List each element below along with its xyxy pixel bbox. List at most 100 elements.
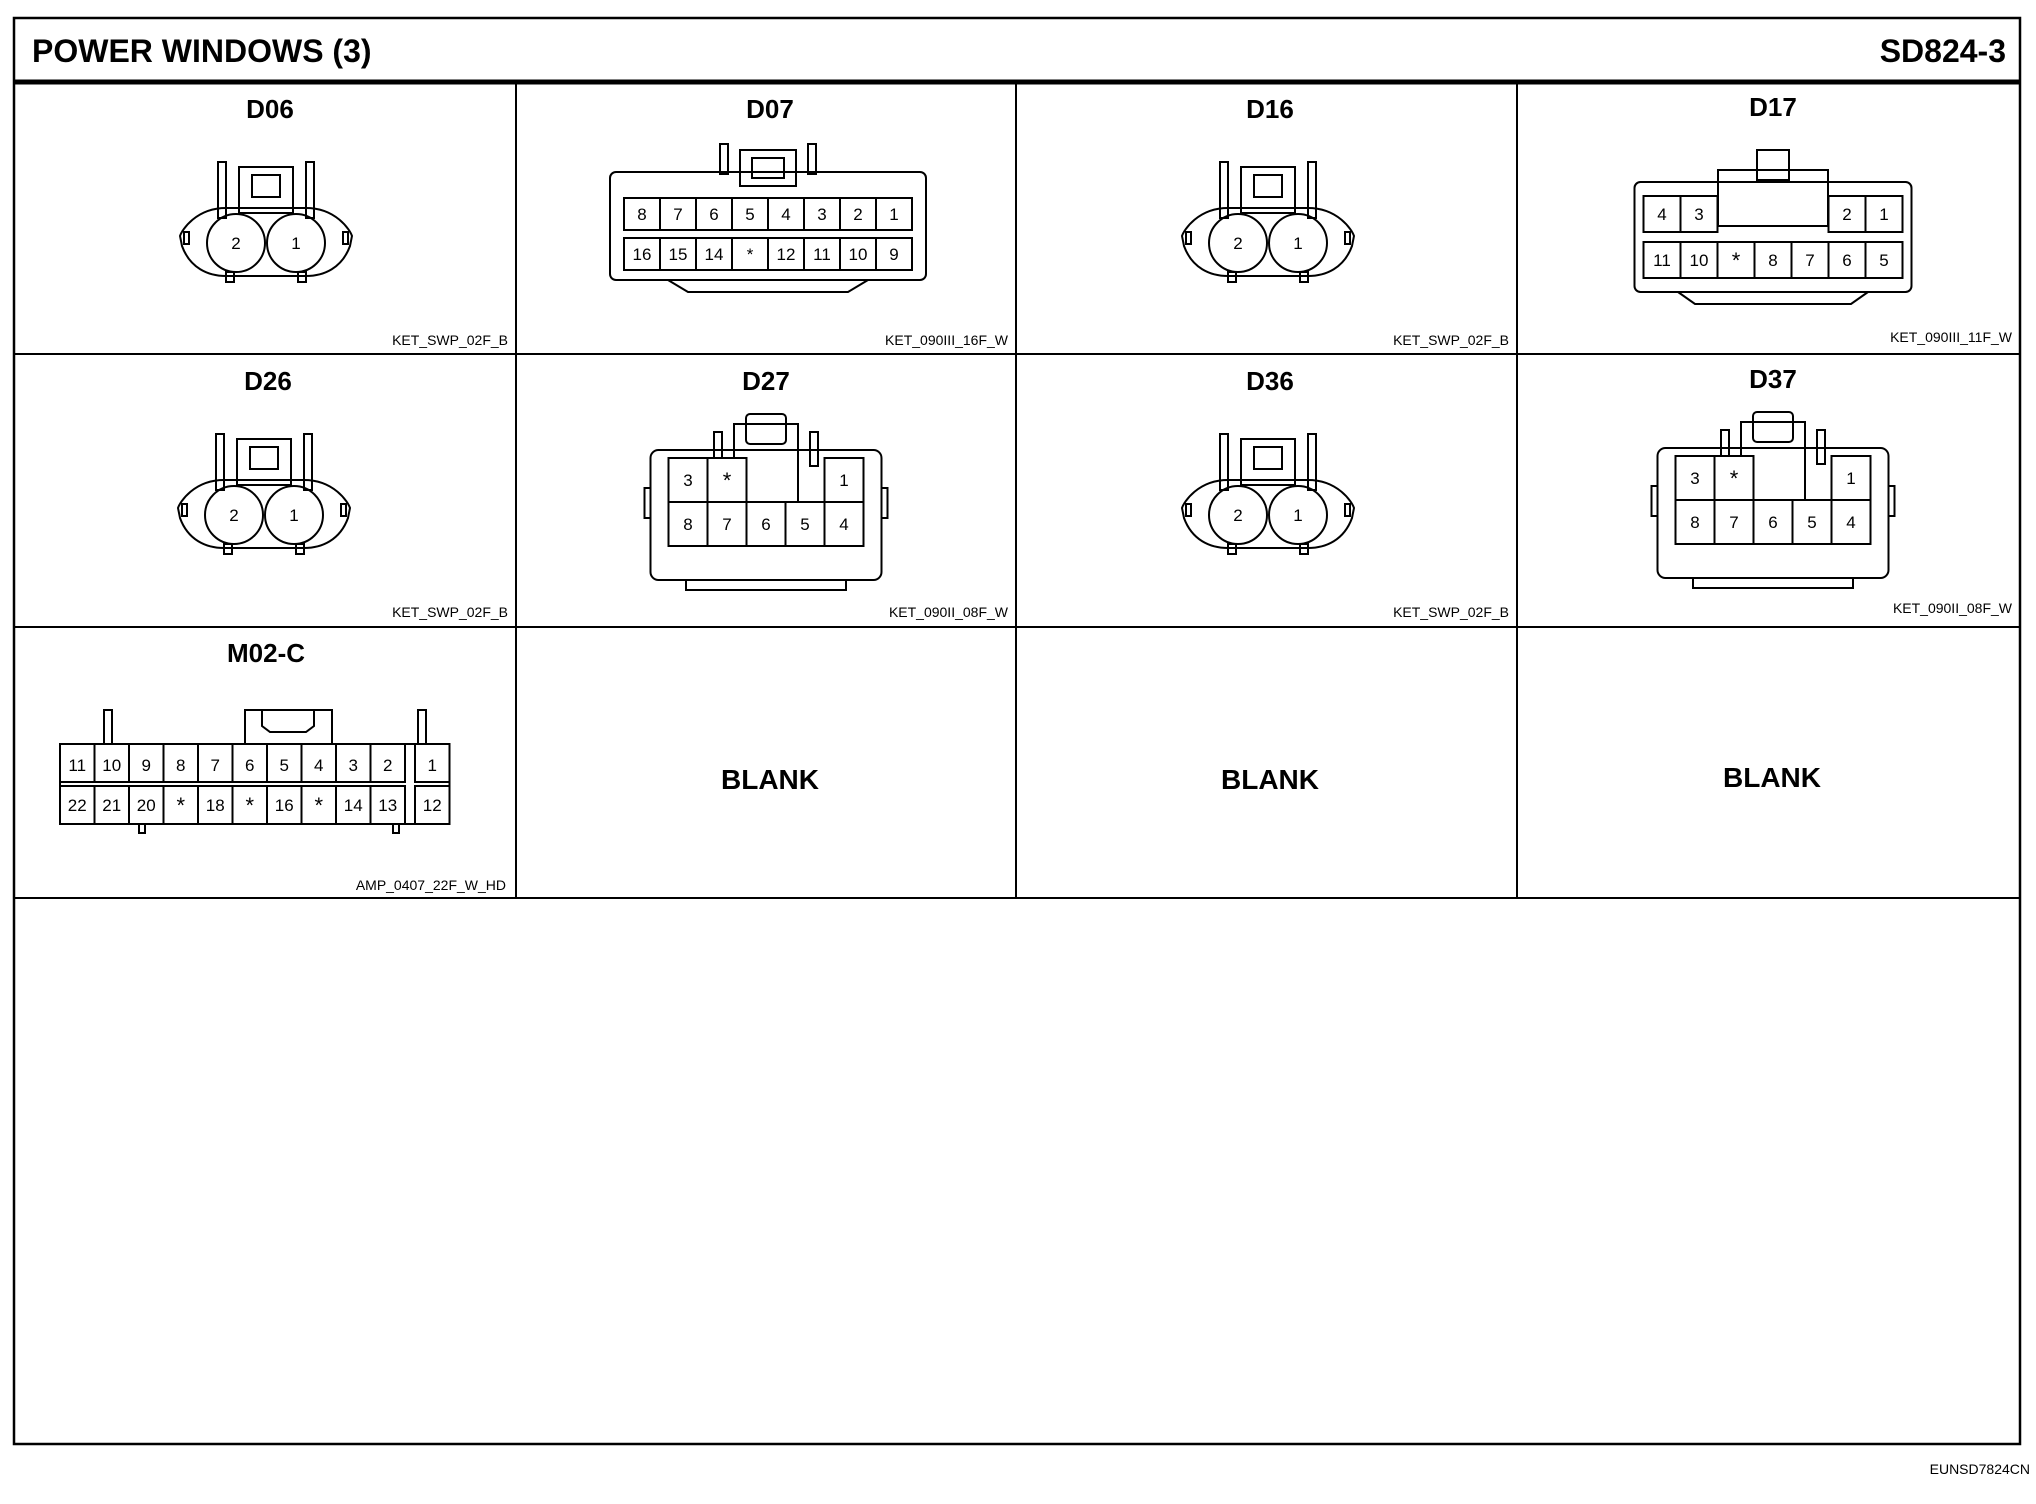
housing-skirt	[685, 580, 847, 591]
pin-number: 8	[1690, 513, 1699, 532]
pin-number: 1	[291, 234, 300, 253]
lock-arm	[1816, 429, 1826, 465]
document-code: EUNSD7824CN	[1930, 1461, 2030, 1477]
pin-number: 1	[889, 205, 898, 224]
pin-number: 12	[423, 796, 442, 815]
latch	[1240, 166, 1296, 214]
pin-number: 11	[1653, 251, 1671, 270]
pin-number: 1	[1846, 469, 1855, 488]
pin-cavity	[706, 501, 748, 547]
pin-blanked-mark: *	[723, 468, 732, 493]
pin-number: 2	[853, 205, 862, 224]
lock-arm	[809, 431, 819, 467]
pin-number: 6	[709, 205, 718, 224]
latch-window	[751, 157, 785, 179]
pin-number: 3	[683, 471, 692, 490]
pin-number: 9	[142, 756, 151, 775]
pin-number: 2	[1233, 506, 1242, 525]
lock-arm	[215, 433, 225, 491]
pin-number: 14	[705, 245, 724, 264]
connector-housing	[1180, 207, 1356, 277]
lock-arm	[305, 161, 315, 219]
pin-cavity	[1208, 485, 1268, 545]
latch-block	[1717, 169, 1829, 227]
pin-number: 6	[761, 515, 770, 534]
latch-window	[249, 446, 279, 470]
pin-number: 6	[1842, 251, 1851, 270]
pin-cavity	[695, 197, 733, 231]
pin-number: 4	[1846, 513, 1855, 532]
pin-cavity	[59, 785, 96, 825]
pin-number: 1	[839, 471, 848, 490]
connector-part-number: KET_SWP_02F_B	[1393, 604, 1509, 620]
connector-id: M02-C	[227, 638, 305, 668]
pin-number: 4	[781, 205, 790, 224]
connector-part-number: KET_090III_11F_W	[1890, 329, 2013, 345]
pin-number: 7	[673, 205, 682, 224]
connector-part-number: KET_SWP_02F_B	[1393, 332, 1509, 348]
pin-cavity	[823, 501, 865, 547]
pin-number: 7	[211, 756, 220, 775]
pin-cavity	[266, 743, 303, 783]
lock-arm	[807, 143, 817, 175]
latch	[244, 709, 333, 744]
blank-cell-label: BLANK	[1723, 762, 1821, 793]
connector-id: D36	[1246, 366, 1294, 396]
pin-number: 2	[1842, 205, 1851, 224]
pin-number: 7	[722, 515, 731, 534]
pin-blanked-mark: *	[1730, 466, 1739, 491]
pin-cavity	[1752, 499, 1794, 545]
connector-part-number: AMP_0407_22F_W_HD	[356, 877, 506, 893]
pin-cavity	[1830, 499, 1872, 545]
pin-number: 16	[275, 796, 294, 815]
lock-arm	[1307, 433, 1317, 491]
connector-part-number: KET_090III_16F_W	[885, 332, 1009, 348]
pin-number: 3	[1690, 469, 1699, 488]
pin-cavity	[197, 785, 234, 825]
pin-number: 5	[280, 756, 289, 775]
pin-cavity	[369, 743, 406, 783]
pin-cavity	[414, 785, 451, 825]
lock-arm	[1219, 161, 1229, 219]
pin-cavity	[731, 197, 769, 231]
connector-id: D16	[1246, 94, 1294, 124]
lock-arm	[303, 433, 313, 491]
latch-window	[261, 710, 315, 733]
housing-skirt	[1677, 291, 1869, 305]
pin-number: 8	[637, 205, 646, 224]
pin-number: 4	[314, 756, 323, 775]
pin-cavity	[204, 485, 264, 545]
pin-number: 12	[777, 245, 796, 264]
pin-cavity	[803, 237, 841, 271]
latch	[1240, 438, 1296, 486]
pin-cavity	[875, 197, 913, 231]
pin-cavity	[731, 237, 769, 271]
pin-number: 7	[1805, 251, 1814, 270]
pin-number: 13	[378, 796, 397, 815]
pin-number: 14	[344, 796, 363, 815]
latch	[745, 413, 787, 445]
blank-cell-label: BLANK	[721, 764, 819, 795]
pin-number: 5	[745, 205, 754, 224]
pin-cavity	[745, 501, 787, 547]
pin-cavity	[1716, 241, 1756, 279]
pin-cavity	[128, 743, 165, 783]
pin-cavity	[1864, 195, 1904, 233]
pin-number: 20	[137, 796, 156, 815]
pin-cavity	[706, 457, 748, 503]
lock-arm	[719, 143, 729, 175]
pin-cavity	[264, 485, 324, 545]
pin-cavity	[1268, 485, 1328, 545]
latch	[1756, 149, 1790, 181]
connector-part-number: KET_SWP_02F_B	[392, 332, 508, 348]
housing-skirt	[1692, 578, 1854, 589]
pin-number: 15	[669, 245, 688, 264]
pin-number: 5	[800, 515, 809, 534]
pin-cavity	[162, 785, 199, 825]
pin-cavity	[667, 501, 709, 547]
